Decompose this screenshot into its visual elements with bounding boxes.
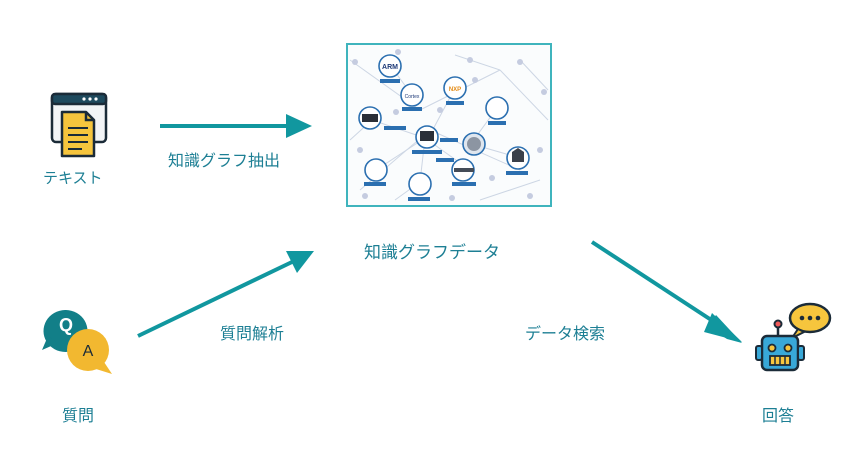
- kg-logo-arm: ARM: [382, 64, 398, 71]
- node-label-text: テキスト: [43, 169, 103, 187]
- node-label-question: 質問: [62, 406, 95, 425]
- edge-label-search: データ検索: [525, 324, 606, 343]
- edge-label-parse: 質問解析: [220, 324, 285, 343]
- knowledge-graph-image: ARM NXP Cortex: [346, 43, 552, 207]
- qa-bubbles-icon: Q A: [42, 310, 112, 374]
- kg-logo-nxp: NXP: [449, 87, 461, 93]
- edge-label-extract: 知識グラフ抽出: [168, 151, 281, 170]
- document-icon: [50, 92, 108, 158]
- node-label-answer: 回答: [762, 406, 795, 425]
- kg-logo-cortex: Cortex: [405, 94, 420, 100]
- arrow-parse: [137, 251, 314, 338]
- robot-icon: [755, 302, 832, 372]
- arrow-extract: [160, 114, 312, 138]
- node-label-kg: 知識グラフデータ: [364, 243, 500, 263]
- arrow-search: [590, 240, 742, 343]
- svg-text:A: A: [83, 343, 94, 360]
- svg-text:Q: Q: [59, 315, 73, 335]
